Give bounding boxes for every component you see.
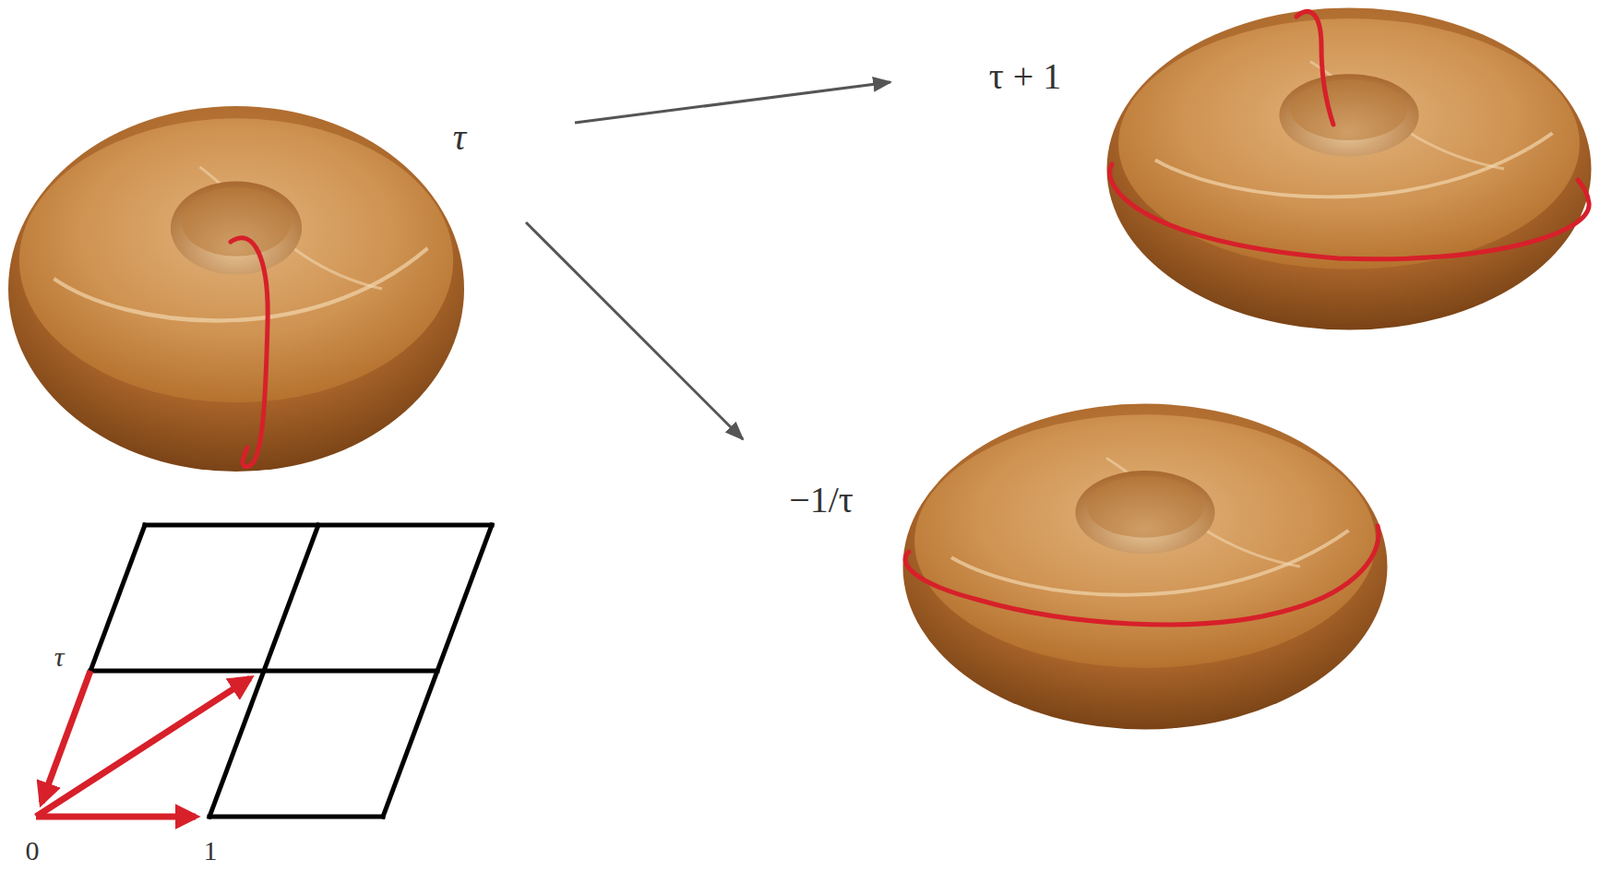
bagel-torus (8, 106, 465, 472)
bagel-torus (903, 404, 1388, 730)
cycle-curve (1110, 164, 1589, 260)
lattice-vectors (35, 670, 251, 817)
modulus-label: −1/τ (788, 481, 854, 519)
cycle-curve (1296, 11, 1334, 125)
bagel-torus (1107, 7, 1592, 330)
cycle-curve (905, 525, 1379, 625)
lattice-label: 0 (25, 836, 40, 865)
modulus-label: τ + 1 (989, 58, 1063, 96)
lattice-grid (90, 525, 492, 817)
cycle-curve (230, 238, 268, 467)
map-arrow (525, 222, 743, 440)
lattice-label: τ (54, 643, 65, 671)
map-arrow (574, 82, 891, 123)
modulus-label: τ (453, 119, 466, 156)
lattice-label: 1 (203, 836, 218, 865)
